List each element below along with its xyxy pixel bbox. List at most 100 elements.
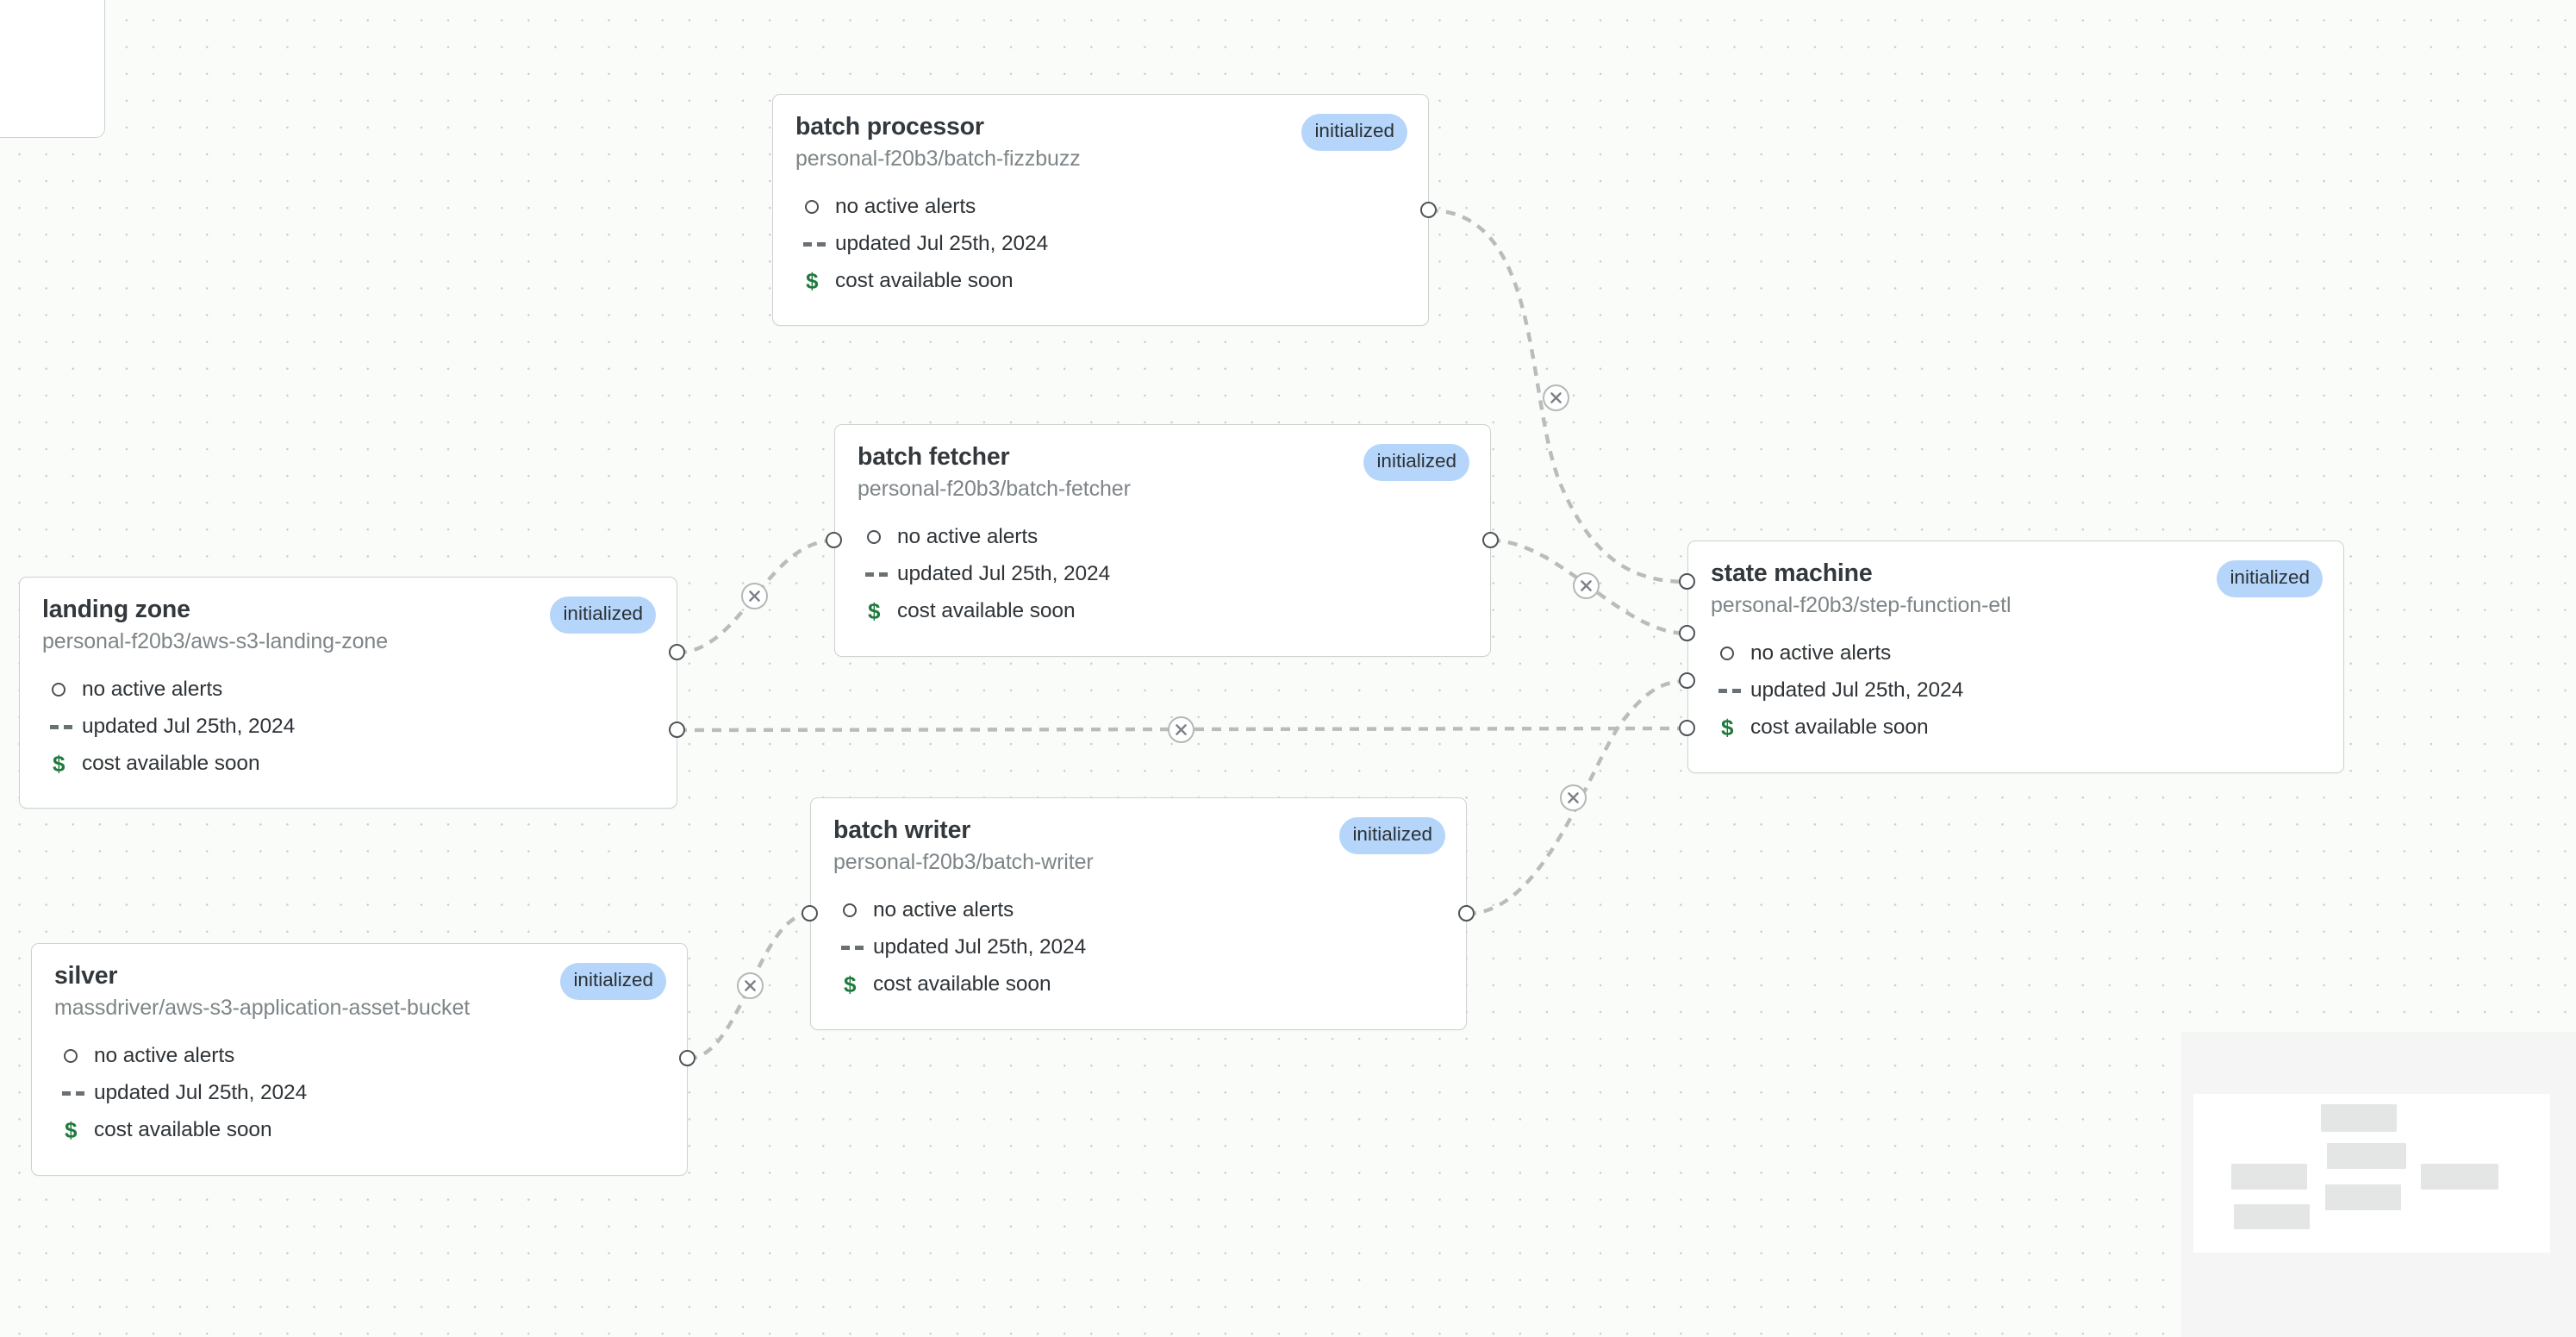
minimap[interactable] — [2181, 1032, 2576, 1337]
port-state-machine-input-1[interactable] — [1679, 573, 1695, 590]
node-header: silver massdriver/aws-s3-application-ass… — [32, 944, 687, 1021]
stat-cost-label: cost available soon — [873, 972, 1051, 997]
stat-row-alerts: no active alerts — [864, 519, 1468, 556]
minimap-node — [2327, 1143, 2406, 1169]
port-state-machine-input-2[interactable] — [1679, 625, 1695, 641]
dollar-icon: $ — [844, 972, 857, 998]
stat-updated-label: updated Jul 25th, 2024 — [1750, 678, 1964, 703]
minimap-node — [2421, 1164, 2498, 1190]
bell-icon — [864, 530, 897, 545]
node-title: state machine — [1711, 559, 1873, 587]
stat-row-updated: updated Jul 25th, 2024 — [49, 709, 654, 746]
port-silver-output[interactable] — [679, 1050, 695, 1066]
edge-delete-landing-zone-to-batch-fetcher[interactable] — [741, 583, 768, 609]
node-batch-fetcher[interactable]: batch fetcher personal-f20b3/batch-fetch… — [834, 424, 1491, 657]
port-state-machine-input-4[interactable] — [1679, 720, 1695, 736]
stat-row-alerts: no active alerts — [1718, 635, 2321, 672]
node-silver[interactable]: silver massdriver/aws-s3-application-ass… — [31, 943, 688, 1176]
stat-row-updated: updated Jul 25th, 2024 — [61, 1075, 664, 1112]
port-batch-processor-output[interactable] — [1420, 202, 1437, 218]
dollar-icon: $ — [1721, 715, 1734, 741]
node-batch-writer[interactable]: batch writer personal-f20b3/batch-writer… — [810, 797, 1467, 1030]
stat-alerts-label: no active alerts — [94, 1044, 235, 1068]
status-badge: initialized — [1363, 444, 1469, 481]
stat-cost-label: cost available soon — [835, 269, 1014, 293]
node-state-machine[interactable]: state machine personal-f20b3/step-functi… — [1687, 540, 2344, 773]
dashes-icon — [61, 1090, 94, 1096]
stat-row-cost: $ cost available soon — [49, 746, 654, 783]
minimap-node — [2325, 1184, 2401, 1210]
status-badge: initialized — [1301, 114, 1407, 151]
node-stats: no active alerts updated Jul 25th, 2024 … — [20, 654, 677, 800]
dollar-icon: $ — [53, 751, 65, 778]
bell-icon — [840, 903, 873, 918]
stat-updated-label: updated Jul 25th, 2024 — [82, 715, 296, 739]
node-header: landing zone personal-f20b3/aws-s3-landi… — [20, 578, 677, 654]
node-stats: no active alerts updated Jul 25th, 2024 … — [835, 502, 1490, 647]
close-icon — [1581, 580, 1592, 591]
stat-row-updated: updated Jul 25th, 2024 — [802, 226, 1406, 263]
port-batch-writer-input[interactable] — [801, 905, 818, 922]
node-header: batch processor personal-f20b3/batch-fiz… — [773, 95, 1428, 172]
node-title: batch processor — [795, 113, 984, 141]
dashes-icon — [1718, 688, 1750, 694]
status-badge: initialized — [1339, 817, 1445, 854]
stat-updated-label: updated Jul 25th, 2024 — [835, 232, 1049, 256]
stat-row-cost: $ cost available soon — [802, 263, 1406, 300]
edge-delete-batch-processor-to-state-machine[interactable] — [1543, 384, 1569, 411]
edge-delete-silver-to-batch-writer[interactable] — [737, 972, 764, 999]
offscreen-node-card[interactable] — [0, 0, 105, 138]
dollar-icon: $ — [868, 598, 881, 625]
bell-icon — [1718, 647, 1750, 661]
stat-row-alerts: no active alerts — [61, 1038, 664, 1075]
stat-row-cost: $ cost available soon — [864, 593, 1468, 630]
node-subtitle: personal-f20b3/batch-writer — [833, 849, 1094, 874]
stat-alerts-label: no active alerts — [873, 898, 1014, 922]
dashes-icon — [49, 724, 82, 730]
node-title: silver — [54, 962, 118, 990]
node-subtitle: personal-f20b3/batch-fetcher — [858, 476, 1131, 501]
port-batch-writer-output[interactable] — [1458, 905, 1475, 922]
node-title: landing zone — [42, 596, 190, 623]
port-landing-zone-output-1[interactable] — [669, 644, 685, 660]
stat-updated-label: updated Jul 25th, 2024 — [873, 935, 1087, 959]
minimap-viewport[interactable] — [2193, 1094, 2550, 1253]
stat-alerts-label: no active alerts — [897, 525, 1039, 549]
node-header: state machine personal-f20b3/step-functi… — [1688, 541, 2343, 618]
port-state-machine-input-3[interactable] — [1679, 672, 1695, 689]
node-batch-processor[interactable]: batch processor personal-f20b3/batch-fiz… — [772, 94, 1429, 326]
stat-cost-label: cost available soon — [82, 752, 260, 776]
node-landing-zone[interactable]: landing zone personal-f20b3/aws-s3-landi… — [19, 577, 677, 809]
stat-alerts-label: no active alerts — [1750, 641, 1892, 665]
port-batch-fetcher-input[interactable] — [826, 532, 842, 548]
bell-icon — [49, 683, 82, 697]
node-title: batch writer — [833, 816, 971, 844]
dashes-icon — [864, 572, 897, 578]
edge-delete-batch-fetcher-to-state-machine[interactable] — [1573, 572, 1600, 599]
stat-alerts-label: no active alerts — [82, 678, 223, 702]
edge-delete-landing-zone-to-state-machine[interactable] — [1168, 716, 1194, 743]
stat-cost-label: cost available soon — [897, 599, 1076, 623]
stat-alerts-label: no active alerts — [835, 195, 976, 219]
edge-delete-batch-writer-to-state-machine[interactable] — [1560, 784, 1587, 811]
status-badge: initialized — [560, 963, 666, 1000]
node-subtitle: personal-f20b3/step-function-etl — [1711, 592, 2012, 617]
status-badge: initialized — [2217, 560, 2323, 597]
stat-row-updated: updated Jul 25th, 2024 — [840, 929, 1444, 966]
stat-cost-label: cost available soon — [94, 1118, 272, 1142]
node-subtitle: personal-f20b3/batch-fizzbuzz — [795, 146, 1081, 171]
bell-icon — [61, 1049, 94, 1064]
close-icon — [1550, 392, 1562, 403]
stat-row-updated: updated Jul 25th, 2024 — [864, 556, 1468, 593]
dollar-icon: $ — [806, 268, 819, 295]
port-batch-fetcher-output[interactable] — [1482, 532, 1499, 548]
dashes-icon — [840, 945, 873, 951]
node-stats: no active alerts updated Jul 25th, 2024 … — [773, 172, 1428, 317]
stat-row-alerts: no active alerts — [802, 189, 1406, 226]
dollar-icon: $ — [65, 1117, 78, 1144]
port-landing-zone-output-2[interactable] — [669, 722, 685, 738]
close-icon — [745, 980, 756, 991]
node-subtitle: massdriver/aws-s3-application-asset-buck… — [54, 995, 471, 1020]
stat-row-alerts: no active alerts — [49, 672, 654, 709]
